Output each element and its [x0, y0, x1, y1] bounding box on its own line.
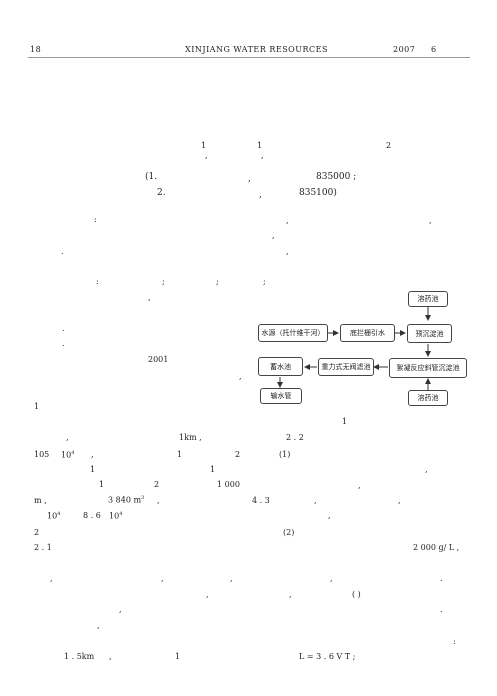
keywords-end: ,	[148, 293, 151, 302]
abstract-p4: .	[61, 247, 64, 256]
line6-a: 104	[47, 511, 61, 521]
section-2-item: (2)	[283, 528, 295, 537]
line5-f: ,	[398, 496, 401, 505]
issue-year: 2007	[393, 45, 416, 54]
line4-d: ,	[358, 481, 361, 490]
line13-colon: :	[453, 637, 456, 646]
header-rule	[28, 57, 470, 58]
abstract-p2: ,	[429, 216, 432, 225]
node-storage-tank: 蓄水池	[258, 357, 303, 376]
node-bottom-intake: 底拦栅引水	[340, 324, 395, 342]
abstract-colon: :	[94, 215, 97, 224]
line2-c: ,	[91, 450, 94, 459]
line1-comma: ,	[66, 433, 69, 442]
concentration-value: 2 000 g/ L ,	[413, 543, 460, 552]
affiliation-2-postcode: 835100)	[299, 188, 337, 198]
line14-a: 1 . 5km	[64, 652, 95, 661]
keywords-sep-2: ;	[216, 277, 219, 286]
abstract-p3: ,	[272, 231, 275, 240]
keywords-colon: :	[96, 277, 99, 286]
keywords-sep-1: ;	[162, 277, 165, 286]
line12-a: ,	[97, 621, 100, 630]
line6-c: 104	[109, 511, 123, 521]
line2-e: 2	[235, 450, 241, 459]
figure-number: 1	[342, 417, 348, 426]
section-2-heading: 2	[34, 528, 40, 537]
line3-a: 1	[90, 465, 96, 474]
line10-b: ,	[289, 590, 292, 599]
line4-b: 2	[154, 480, 160, 489]
node-gravity-filter: 重力式无阀滤池	[318, 358, 374, 376]
section-1-heading: 1	[34, 402, 40, 411]
page-number: 18	[30, 45, 42, 54]
line14-c: 1	[175, 652, 181, 661]
line3-b: 1	[210, 465, 216, 474]
node-water-source: 水源（托什维干河）	[258, 324, 328, 342]
line9-c: ,	[230, 574, 233, 583]
affiliation-1-sep: ,	[248, 174, 251, 184]
line6-b: 8 . 6	[83, 511, 101, 520]
abstract-p1: ,	[286, 216, 289, 225]
line4-a: 1	[99, 480, 105, 489]
line11-b: .	[440, 605, 443, 614]
author-mark-b: 1	[257, 141, 263, 150]
year-2001: 2001	[148, 355, 169, 364]
line9-e: .	[440, 574, 443, 583]
line5-a: m ,	[34, 496, 47, 505]
line5-d: 4 . 3	[252, 496, 270, 505]
line5-e: ,	[314, 496, 317, 505]
node-pre-sedimentation: 预沉淀池	[407, 324, 452, 343]
line3-c: ,	[425, 465, 428, 474]
line14-b: ,	[109, 652, 112, 661]
author-mark-a: 1	[201, 141, 207, 150]
flowchart-arrows	[277, 307, 431, 390]
body-dot-1: .	[62, 324, 65, 333]
affiliation-2-sep: ,	[259, 190, 262, 200]
abstract-p5: ,	[286, 247, 289, 256]
affiliation-2-prefix: 2.	[157, 188, 166, 198]
author-comma-b: ,	[261, 151, 264, 160]
line2-f: (1)	[279, 450, 291, 459]
comma-2001: ,	[239, 372, 242, 381]
line9-b: ,	[161, 574, 164, 583]
line2-a: 105	[34, 450, 50, 459]
node-flocculation-tank: 絮凝反应斜管沉淀池	[389, 358, 467, 378]
line2-d: 1	[177, 450, 183, 459]
node-dosing-tank-bottom: 溶药池	[408, 390, 448, 406]
affiliation-1-postcode: 835000 ;	[316, 172, 357, 182]
line9-d: ,	[330, 574, 333, 583]
line6-d: ,	[328, 511, 331, 520]
issue-number: 6	[431, 45, 437, 54]
line10-c: ( )	[352, 590, 361, 599]
line2-b: 104	[61, 450, 75, 460]
line1-distance: 1km ,	[179, 433, 202, 442]
body-dot-2: .	[62, 339, 65, 348]
line10-a: ,	[206, 590, 209, 599]
line5-b: 3 840 m3	[108, 495, 145, 505]
node-dosing-tank-top: 溶药池	[408, 291, 448, 307]
flowchart-figure: 溶药池 水源（托什维干河） 底拦栅引水 预沉淀池 蓄水池 重力式无阀滤池 絮凝反…	[256, 286, 470, 406]
author-comma-a: ,	[205, 151, 208, 160]
keywords-sep-3: ;	[263, 277, 266, 286]
journal-name: XINJIANG WATER RESOURCES	[185, 45, 328, 54]
section-2-1-heading: 2 . 1	[34, 543, 52, 552]
formula: L = 3 . 6 V T ;	[299, 652, 356, 661]
line4-c: 1 000	[217, 480, 240, 489]
line1-section: 2 . 2	[286, 433, 304, 442]
line11-a: ,	[119, 605, 122, 614]
line5-c: ,	[157, 496, 160, 505]
node-water-pipe: 输水管	[260, 388, 302, 404]
affiliation-1-prefix: (1.	[145, 172, 158, 182]
line9-a: ,	[50, 574, 53, 583]
author-mark-c: 2	[386, 141, 392, 150]
